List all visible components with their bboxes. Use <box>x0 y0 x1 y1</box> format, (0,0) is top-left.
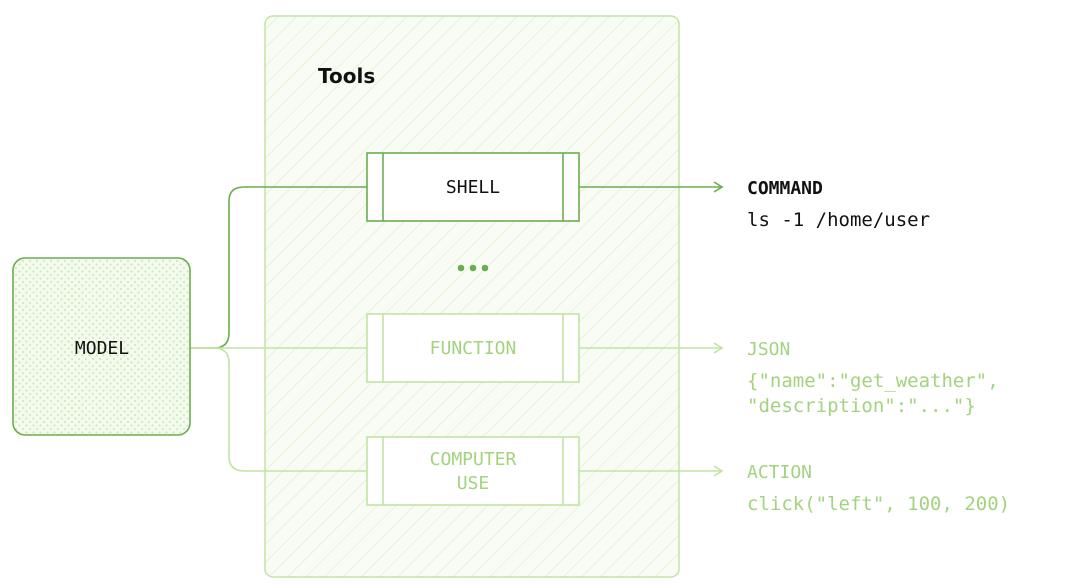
output-title-function: JSON <box>747 339 790 360</box>
panel-title: Tools <box>318 64 375 88</box>
output-title-computer-use: ACTION <box>747 462 812 483</box>
output-content-shell: ls -1 /home/user <box>747 209 930 231</box>
tool-label: COMPUTER <box>430 449 517 470</box>
tool-node-shell: SHELL <box>366 152 580 222</box>
output-content-function: {"name":"get_weather", <box>747 370 999 392</box>
output-content-function: "description":"..."} <box>747 395 976 417</box>
model-box <box>12 257 191 436</box>
tool-label: USE <box>457 473 490 494</box>
tool-node-computer-use: COMPUTER USE <box>366 436 580 506</box>
model-label: MODEL <box>75 338 129 359</box>
ellipsis-icon <box>457 264 489 272</box>
output-title-shell: COMMAND <box>747 178 823 199</box>
tool-node-function: FUNCTION <box>366 313 580 383</box>
tool-label: SHELL <box>446 177 500 198</box>
tool-label: FUNCTION <box>430 338 517 359</box>
output-content-computer-use: click("left", 100, 200) <box>747 493 1010 515</box>
connector-computer-use <box>190 347 367 472</box>
connector-shell <box>190 186 367 349</box>
